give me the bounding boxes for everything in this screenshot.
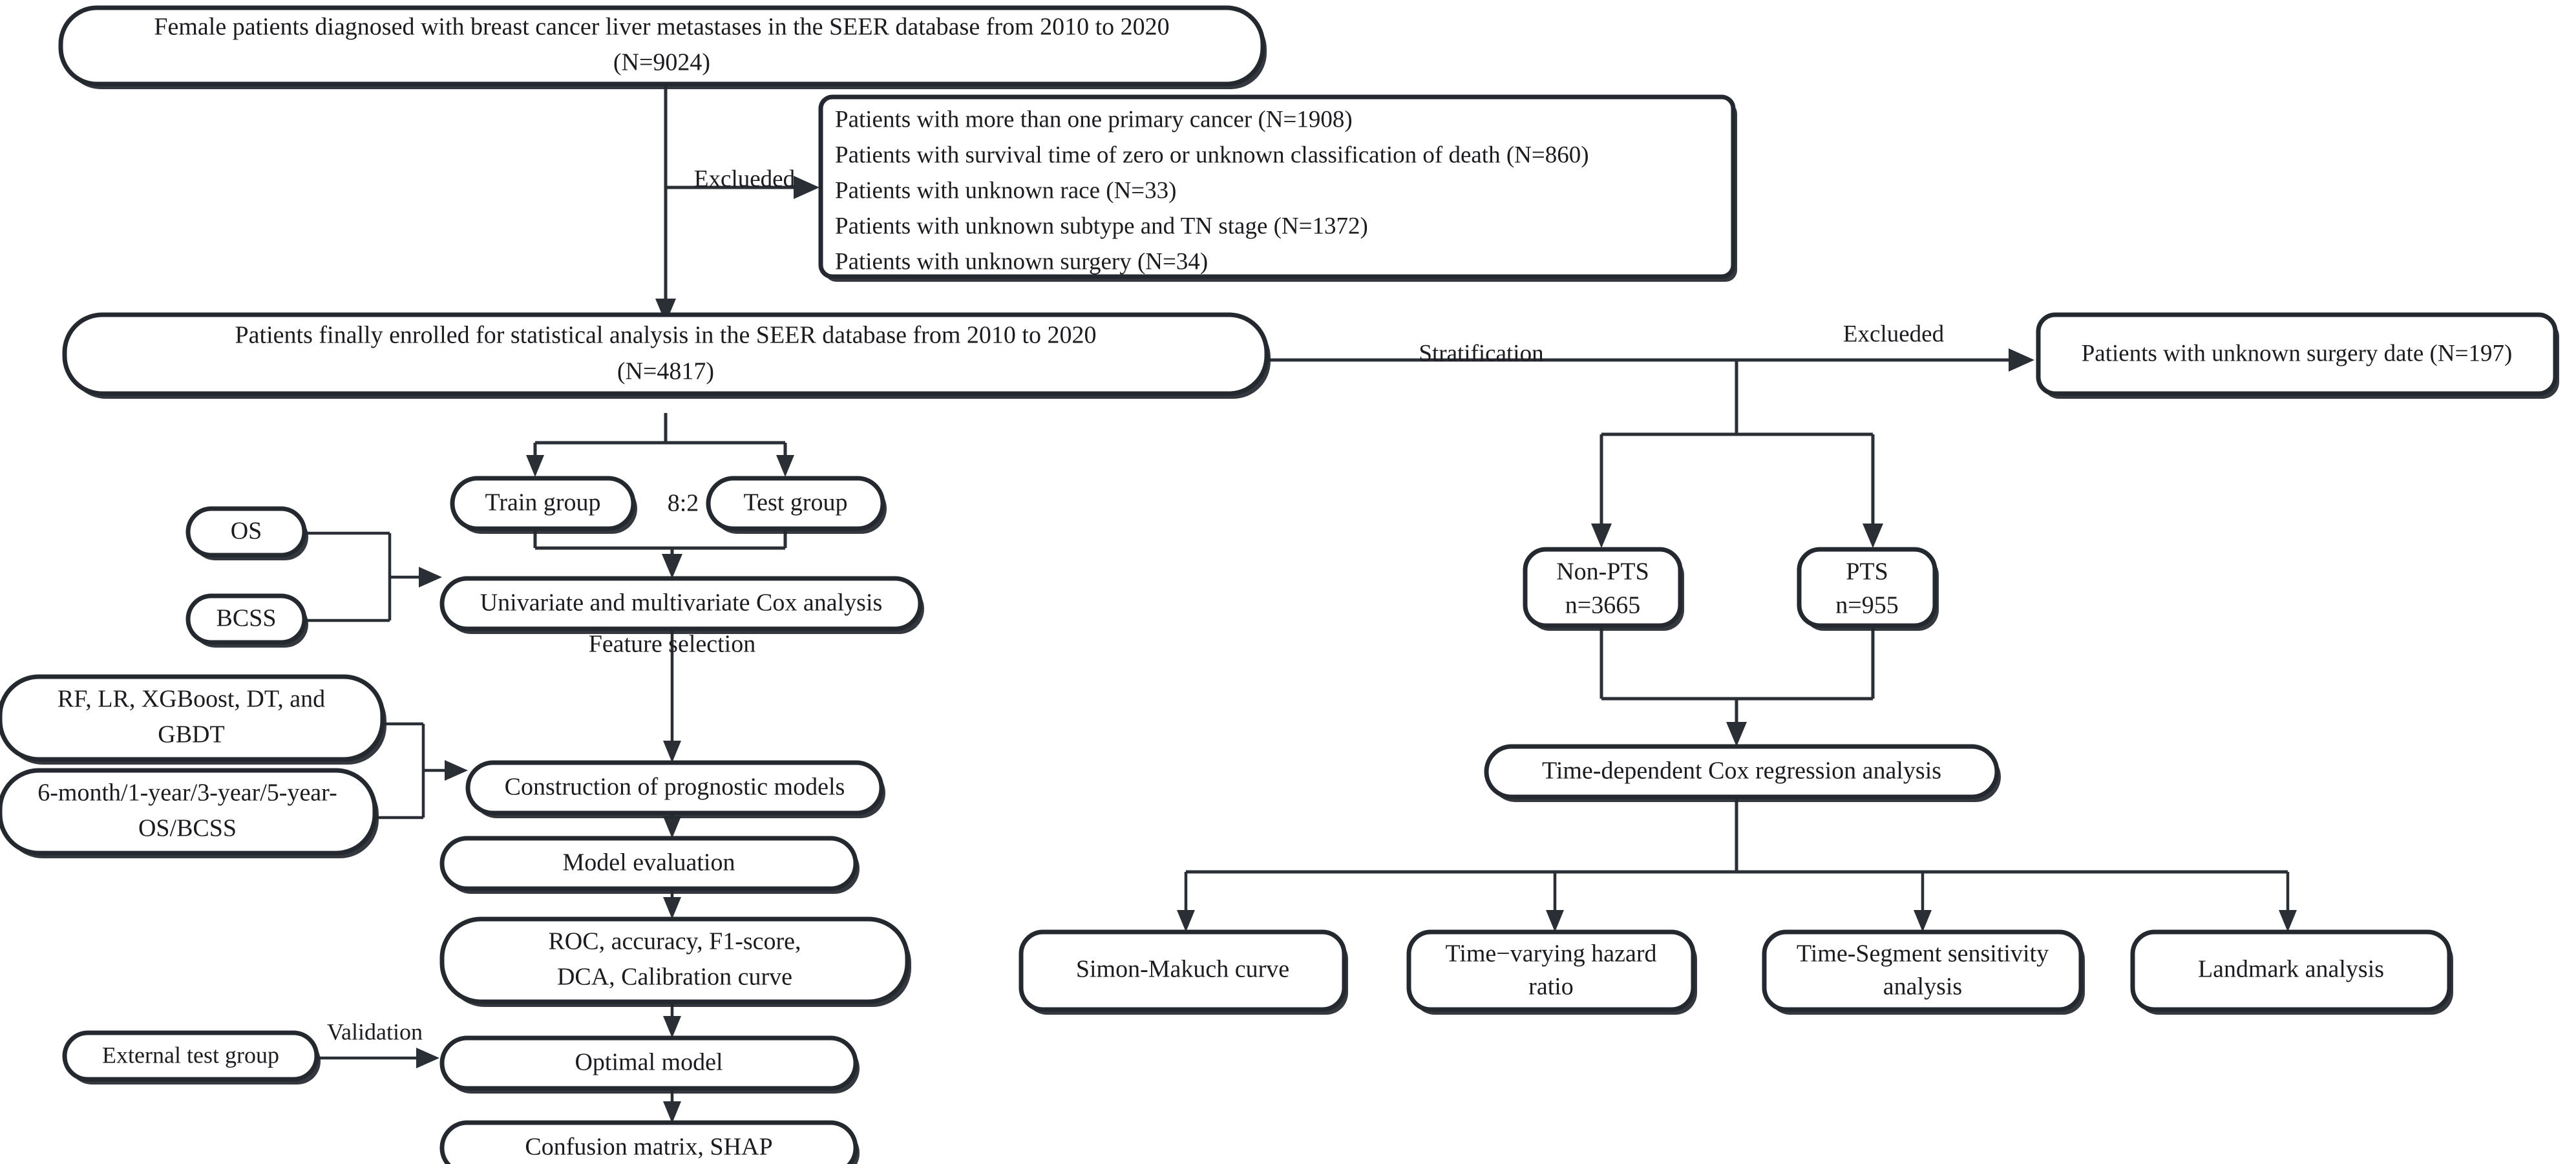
node-simon-makuch[interactable]: Simon-Makuch curve bbox=[1019, 929, 1348, 1015]
arrowhead-to-time-varying-hr bbox=[1546, 910, 1564, 932]
node-non-pts[interactable]: Non-PTS n=3665 bbox=[1523, 547, 1684, 631]
excluded-right-label: Exclueded bbox=[1843, 321, 1945, 347]
node-train-group[interactable]: Train group bbox=[450, 476, 637, 534]
node-optimal-model[interactable]: Optimal model bbox=[439, 1035, 860, 1094]
cohort-source-line2: (N=9024) bbox=[613, 49, 710, 76]
arrowhead-to-test-group bbox=[776, 455, 794, 477]
node-time-varying-hazard-ratio[interactable]: Time−varying hazard ratio bbox=[1406, 929, 1697, 1015]
non-pts-line2: n=3665 bbox=[1565, 592, 1640, 619]
node-exclusion-criteria[interactable]: Patients with more than one primary canc… bbox=[818, 94, 1737, 282]
arrowhead-source-to-enrolled bbox=[655, 299, 676, 323]
node-landmark-analysis[interactable]: Landmark analysis bbox=[2130, 929, 2453, 1015]
node-time-dependent-cox[interactable]: Time-dependent Cox regression analysis bbox=[1484, 744, 2001, 802]
train-group-label: Train group bbox=[485, 489, 600, 516]
time-segment-line2: analysis bbox=[1883, 973, 1962, 1000]
node-time-segment-sensitivity[interactable]: Time-Segment sensitivity analysis bbox=[1762, 929, 2085, 1015]
arrowhead-to-timedep-cox bbox=[1726, 722, 1747, 746]
excluded-top-label: Exclueded bbox=[694, 165, 796, 192]
arrowhead-to-time-segment bbox=[1914, 910, 1932, 932]
node-ml-models[interactable]: RF, LR, XGBoost, DT, and GBDT bbox=[0, 674, 386, 765]
model-evaluation-label: Model evaluation bbox=[563, 849, 735, 876]
confusion-shap-label: Confusion matrix, SHAP bbox=[525, 1134, 772, 1161]
node-enrolled-patients[interactable]: Patients finally enrolled for statistica… bbox=[62, 312, 1271, 399]
endpoints-line2: OS/BCSS bbox=[138, 815, 237, 842]
node-cox-analysis[interactable]: Univariate and multivariate Cox analysis bbox=[439, 576, 924, 634]
time-varying-hr-line2: ratio bbox=[1528, 973, 1574, 1000]
node-cohort-source[interactable]: Female patients diagnosed with breast ca… bbox=[58, 5, 1267, 89]
node-construction-prognostic-models[interactable]: Construction of prognostic models bbox=[465, 760, 885, 818]
node-bcss[interactable]: BCSS bbox=[185, 593, 308, 648]
node-model-evaluation[interactable]: Model evaluation bbox=[439, 836, 860, 894]
enrolled-line2: (N=4817) bbox=[617, 358, 714, 385]
construction-label: Construction of prognostic models bbox=[505, 774, 845, 801]
node-pts[interactable]: PTS n=955 bbox=[1797, 547, 1939, 631]
exclusion-item-1: Patients with more than one primary canc… bbox=[835, 106, 1353, 132]
arrowhead-mlmodels-to-construction bbox=[445, 760, 468, 781]
exclusion-item-2: Patients with survival time of zero or u… bbox=[835, 142, 1589, 168]
optimal-model-label: Optimal model bbox=[575, 1049, 723, 1076]
ml-models-line2: GBDT bbox=[158, 721, 224, 748]
exclusion-item-3: Patients with unknown race (N=33) bbox=[835, 177, 1176, 204]
arrowhead-external-to-optimal bbox=[416, 1048, 439, 1068]
pts-line1: PTS bbox=[1846, 558, 1888, 586]
metrics-line2: DCA, Calibration curve bbox=[557, 964, 792, 991]
ml-models-line1: RF, LR, XGBoost, DT, and bbox=[58, 686, 325, 713]
node-endpoints[interactable]: 6-month/1-year/3-year/5-year- OS/BCSS bbox=[0, 768, 379, 858]
simon-makuch-label: Simon-Makuch curve bbox=[1076, 956, 1289, 983]
arrowhead-to-metrics bbox=[663, 897, 681, 919]
test-group-label: Test group bbox=[744, 489, 848, 516]
arrowhead-to-train-group bbox=[526, 455, 544, 477]
unknown-surgery-date-label: Patients with unknown surgery date (N=19… bbox=[2082, 340, 2513, 366]
arrowhead-osbcss-to-cox bbox=[419, 567, 442, 587]
arrowhead-to-landmark bbox=[2279, 910, 2297, 932]
node-test-group[interactable]: Test group bbox=[706, 476, 887, 534]
validation-label: Validation bbox=[327, 1019, 423, 1044]
time-varying-hr-line1: Time−varying hazard bbox=[1445, 940, 1656, 968]
stratification-label: Stratification bbox=[1419, 340, 1543, 366]
node-confusion-shap[interactable]: Confusion matrix, SHAP bbox=[439, 1120, 860, 1164]
endpoints-line1: 6-month/1-year/3-year/5-year- bbox=[37, 779, 337, 807]
arrowhead-to-pts bbox=[1863, 524, 1883, 548]
arrowhead-to-exclusion-box bbox=[794, 176, 819, 199]
landmark-analysis-label: Landmark analysis bbox=[2198, 956, 2384, 983]
arrowhead-to-optimal-model bbox=[663, 1016, 681, 1038]
time-dependent-cox-label: Time-dependent Cox regression analysis bbox=[1542, 757, 1941, 785]
node-evaluation-metrics[interactable]: ROC, accuracy, F1-score, DCA, Calibratio… bbox=[439, 916, 911, 1007]
enrolled-line1: Patients finally enrolled for statistica… bbox=[235, 322, 1097, 349]
pts-line2: n=955 bbox=[1835, 592, 1898, 619]
metrics-line1: ROC, accuracy, F1-score, bbox=[548, 928, 801, 955]
arrowhead-to-cox-analysis bbox=[662, 554, 682, 578]
arrowhead-to-simon-makuch bbox=[1177, 910, 1195, 932]
exclusion-item-5: Patients with unknown surgery (N=34) bbox=[835, 248, 1208, 275]
external-test-group-label: External test group bbox=[102, 1042, 279, 1068]
feature-selection-label: Feature selection bbox=[589, 631, 756, 658]
bcss-label: BCSS bbox=[216, 605, 277, 632]
os-label: OS bbox=[231, 518, 262, 545]
arrowhead-to-construction bbox=[663, 741, 681, 763]
exclusion-item-4: Patients with unknown subtype and TN sta… bbox=[835, 213, 1368, 239]
split-ratio-label: 8:2 bbox=[668, 490, 699, 517]
arrowhead-to-non-pts bbox=[1591, 524, 1612, 548]
cohort-source-line1: Female patients diagnosed with breast ca… bbox=[154, 14, 1169, 41]
arrowhead-to-unknown-surgery-date bbox=[2009, 348, 2034, 372]
cox-analysis-label: Univariate and multivariate Cox analysis bbox=[480, 589, 883, 617]
non-pts-line1: Non-PTS bbox=[1556, 558, 1649, 586]
node-external-test-group[interactable]: External test group bbox=[62, 1030, 321, 1085]
arrowhead-to-model-evaluation bbox=[663, 816, 681, 838]
arrowhead-to-confusion-matrix bbox=[663, 1101, 681, 1123]
node-os[interactable]: OS bbox=[185, 506, 308, 560]
node-unknown-surgery-date[interactable]: Patients with unknown surgery date (N=19… bbox=[2036, 312, 2559, 399]
time-segment-line1: Time-Segment sensitivity bbox=[1797, 940, 2049, 968]
